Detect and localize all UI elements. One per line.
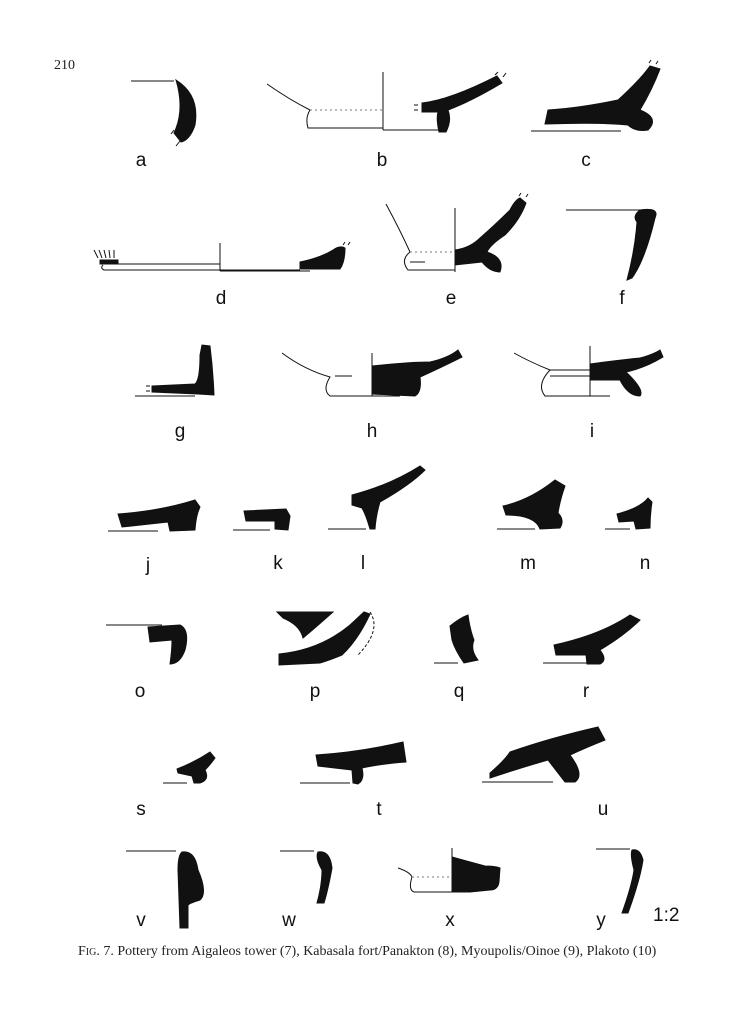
profile-p (275, 611, 375, 666)
profile-t (300, 741, 407, 785)
profile-n (605, 497, 653, 530)
figure-caption: Fig. 7. Pottery from Aigaleos tower (7),… (78, 944, 656, 960)
profile-m (497, 479, 566, 530)
profile-e (385, 192, 529, 273)
profile-b (266, 71, 507, 133)
profile-o (106, 624, 188, 665)
label-a: a (135, 150, 147, 171)
label-e: e (445, 288, 457, 309)
label-j: j (145, 555, 151, 576)
profile-i (513, 346, 664, 397)
label-k: k (273, 553, 283, 574)
profile-q (434, 614, 479, 664)
profile-y (596, 848, 644, 914)
profile-u (482, 726, 606, 783)
label-w: w (282, 910, 296, 931)
label-m: m (520, 553, 536, 574)
label-p: p (309, 681, 321, 702)
profile-d (93, 241, 351, 272)
label-i: i (589, 421, 595, 442)
label-b: b (376, 150, 388, 171)
profile-k (233, 508, 291, 531)
profile-h (281, 349, 463, 397)
label-c: c (581, 150, 591, 171)
label-h: h (366, 421, 378, 442)
profile-v (126, 850, 204, 929)
label-x: x (445, 910, 455, 931)
profile-g (135, 344, 215, 397)
profile-s (163, 751, 216, 784)
profile-c (531, 59, 661, 132)
profile-a (131, 78, 197, 147)
page-number: 210 (54, 58, 75, 73)
label-u: u (597, 799, 609, 820)
profile-r (543, 614, 641, 665)
label-l: l (360, 553, 366, 574)
label-o: o (134, 681, 146, 702)
profile-w (280, 850, 333, 904)
label-t: t (376, 799, 382, 820)
label-d: d (215, 288, 227, 309)
label-f: f (619, 288, 625, 309)
label-q: q (453, 681, 465, 702)
profile-x (397, 848, 501, 893)
profile-j (108, 499, 201, 532)
caption-text: Pottery from Aigaleos tower (7), Kabasal… (117, 944, 657, 959)
label-v: v (136, 910, 146, 931)
label-r: r (582, 681, 590, 702)
label-g: g (174, 421, 186, 442)
label-y: y (596, 910, 606, 931)
profile-l (328, 465, 426, 530)
label-s: s (136, 799, 146, 820)
scale-ratio: 1:2 (653, 905, 680, 926)
label-n: n (639, 553, 651, 574)
caption-prefix: Fig. 7. (78, 944, 114, 959)
profile-f (566, 208, 657, 281)
